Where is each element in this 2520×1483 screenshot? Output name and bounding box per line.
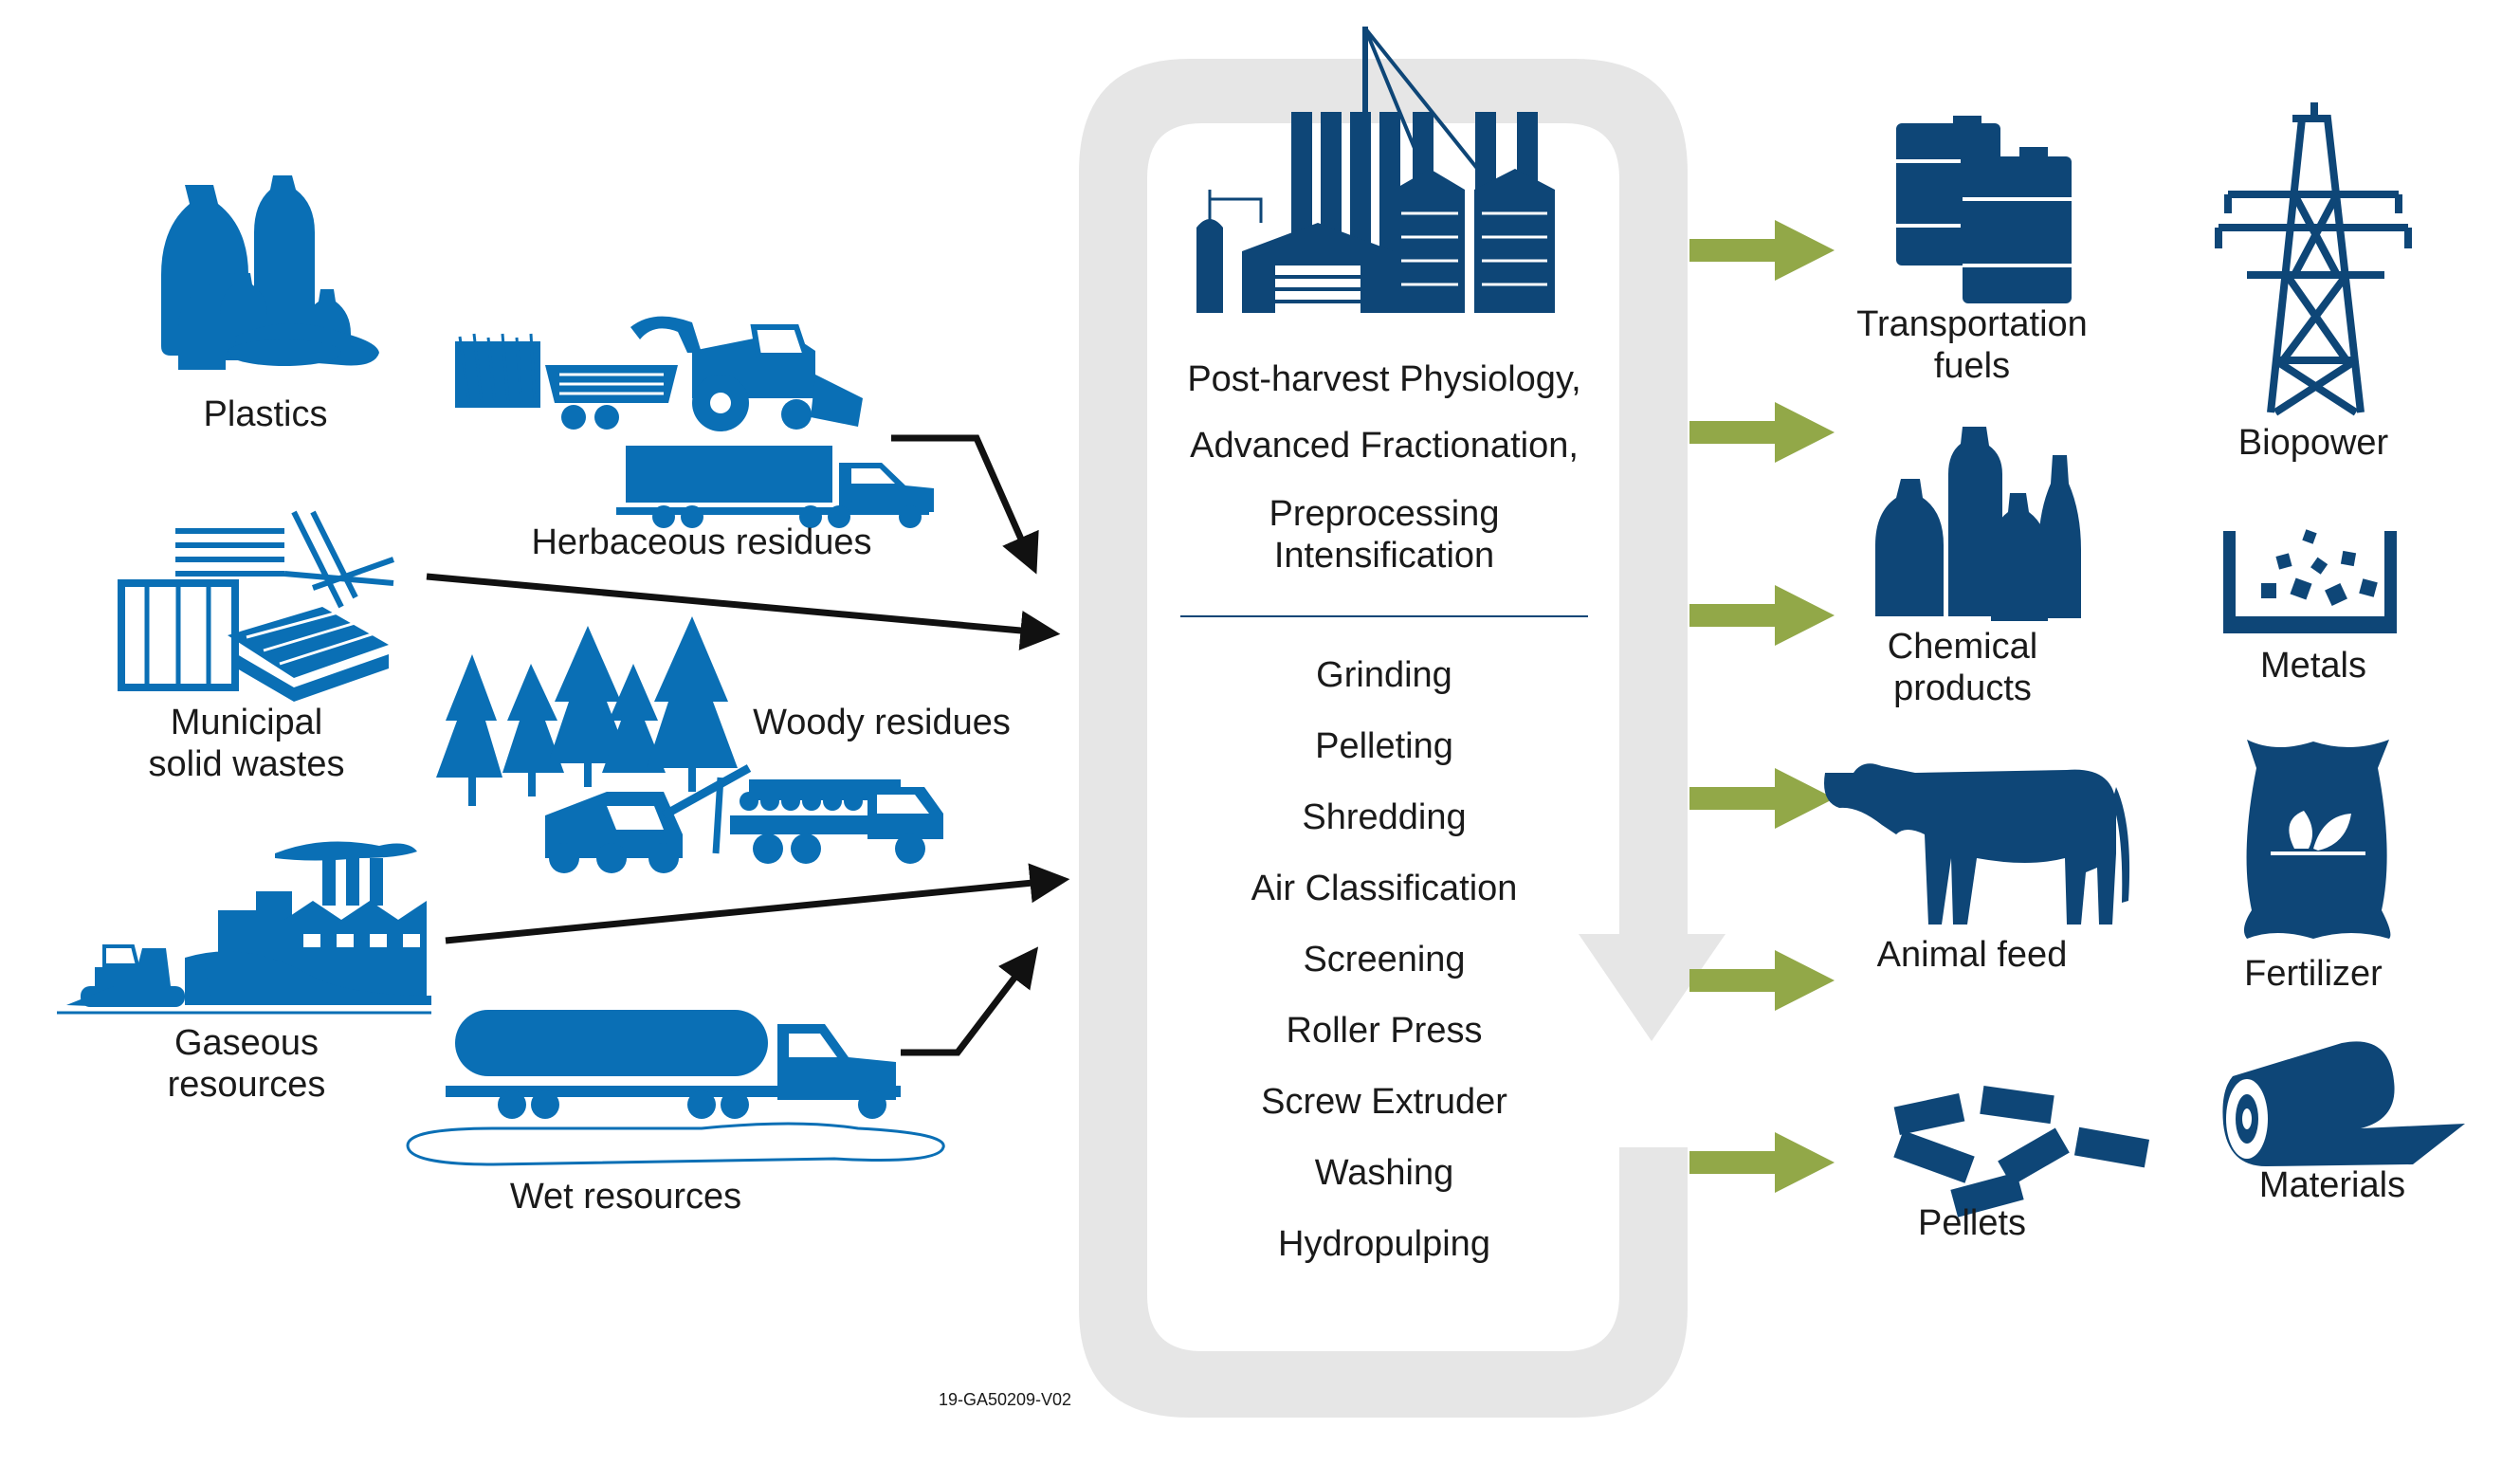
step-item: Hydropulping	[1278, 1224, 1490, 1264]
label-herbaceous-residues: Herbaceous residues	[531, 522, 872, 562]
bottles-icon	[161, 175, 379, 370]
label-biopower: Biopower	[2237, 423, 2389, 463]
arrow-gaseous	[445, 863, 1070, 944]
label-transportation-fuels: Transportation fuels	[1856, 304, 2088, 386]
fertilizer-bag-icon	[2243, 740, 2391, 939]
label-woody-residues: Woody residues	[753, 703, 1011, 742]
heading-line-2: Advanced Fractionation,	[1190, 426, 1579, 466]
arrow-fuels	[1689, 220, 1835, 281]
metals-bin-icon	[2223, 529, 2397, 633]
biorefinery-plant-icon	[1196, 27, 1555, 313]
label-gaseous-resources: Gaseous resources	[167, 1023, 326, 1105]
label-fertilizer: Fertilizer	[2244, 954, 2383, 994]
label-wet-resources: Wet resources	[509, 1177, 742, 1217]
arrow-fertilizer	[1689, 950, 1835, 1011]
cow-icon	[1824, 763, 2130, 925]
material-roll-icon	[2222, 1041, 2465, 1166]
factory-bulldozer-icon	[57, 841, 431, 1015]
pallets-icon	[118, 510, 394, 702]
step-item: Roller Press	[1286, 1011, 1483, 1051]
step-item: Grinding	[1316, 655, 1452, 695]
label-pellets: Pellets	[1917, 1203, 2027, 1243]
arrow-feed	[1689, 768, 1835, 829]
label-chemical-products: Chemical products	[1887, 627, 2038, 708]
label-animal-feed: Animal feed	[1876, 935, 2068, 975]
heading-line-4: Intensification	[1273, 536, 1495, 576]
step-item: Air Classification	[1251, 869, 1518, 908]
fuel-barrels-icon	[1896, 116, 2072, 303]
tanker-truck-icon	[406, 1010, 945, 1166]
heading-line-3: Preprocessing	[1269, 494, 1500, 534]
pellets-icon	[1893, 1085, 2150, 1218]
label-plastics: Plastics	[203, 394, 328, 434]
arrow-municipal	[426, 573, 1061, 650]
arrow-biopower	[1689, 402, 1835, 463]
arrow-pellets	[1689, 1132, 1835, 1193]
label-municipal-solid-wastes: Municipal solid wastes	[148, 703, 345, 784]
power-tower-icon	[2215, 102, 2412, 416]
label-materials: Materials	[2258, 1165, 2406, 1205]
process-loop	[1079, 59, 1726, 1418]
step-item: Screening	[1303, 940, 1466, 980]
forest-icon	[436, 616, 738, 806]
arrow-herbaceous	[891, 434, 1039, 575]
step-item: Screw Extruder	[1261, 1082, 1507, 1122]
label-metals: Metals	[2260, 646, 2366, 686]
step-item: Pelleting	[1315, 726, 1453, 766]
log-truck-icon	[545, 764, 943, 873]
output-arrows	[1689, 220, 1835, 1193]
chemical-bottles-icon	[1875, 427, 2081, 621]
heading-line-1: Post-harvest Physiology,	[1187, 359, 1581, 399]
figure-code: 19-GA50209-V02	[938, 1390, 1072, 1409]
step-item: Washing	[1314, 1153, 1454, 1193]
step-item: Shredding	[1302, 797, 1467, 837]
combine-harvester-icon	[455, 316, 863, 431]
arrow-wet	[901, 946, 1039, 1056]
arrow-chemicals	[1689, 585, 1835, 646]
truck-icon	[616, 446, 934, 528]
input-arrows	[426, 434, 1070, 1056]
